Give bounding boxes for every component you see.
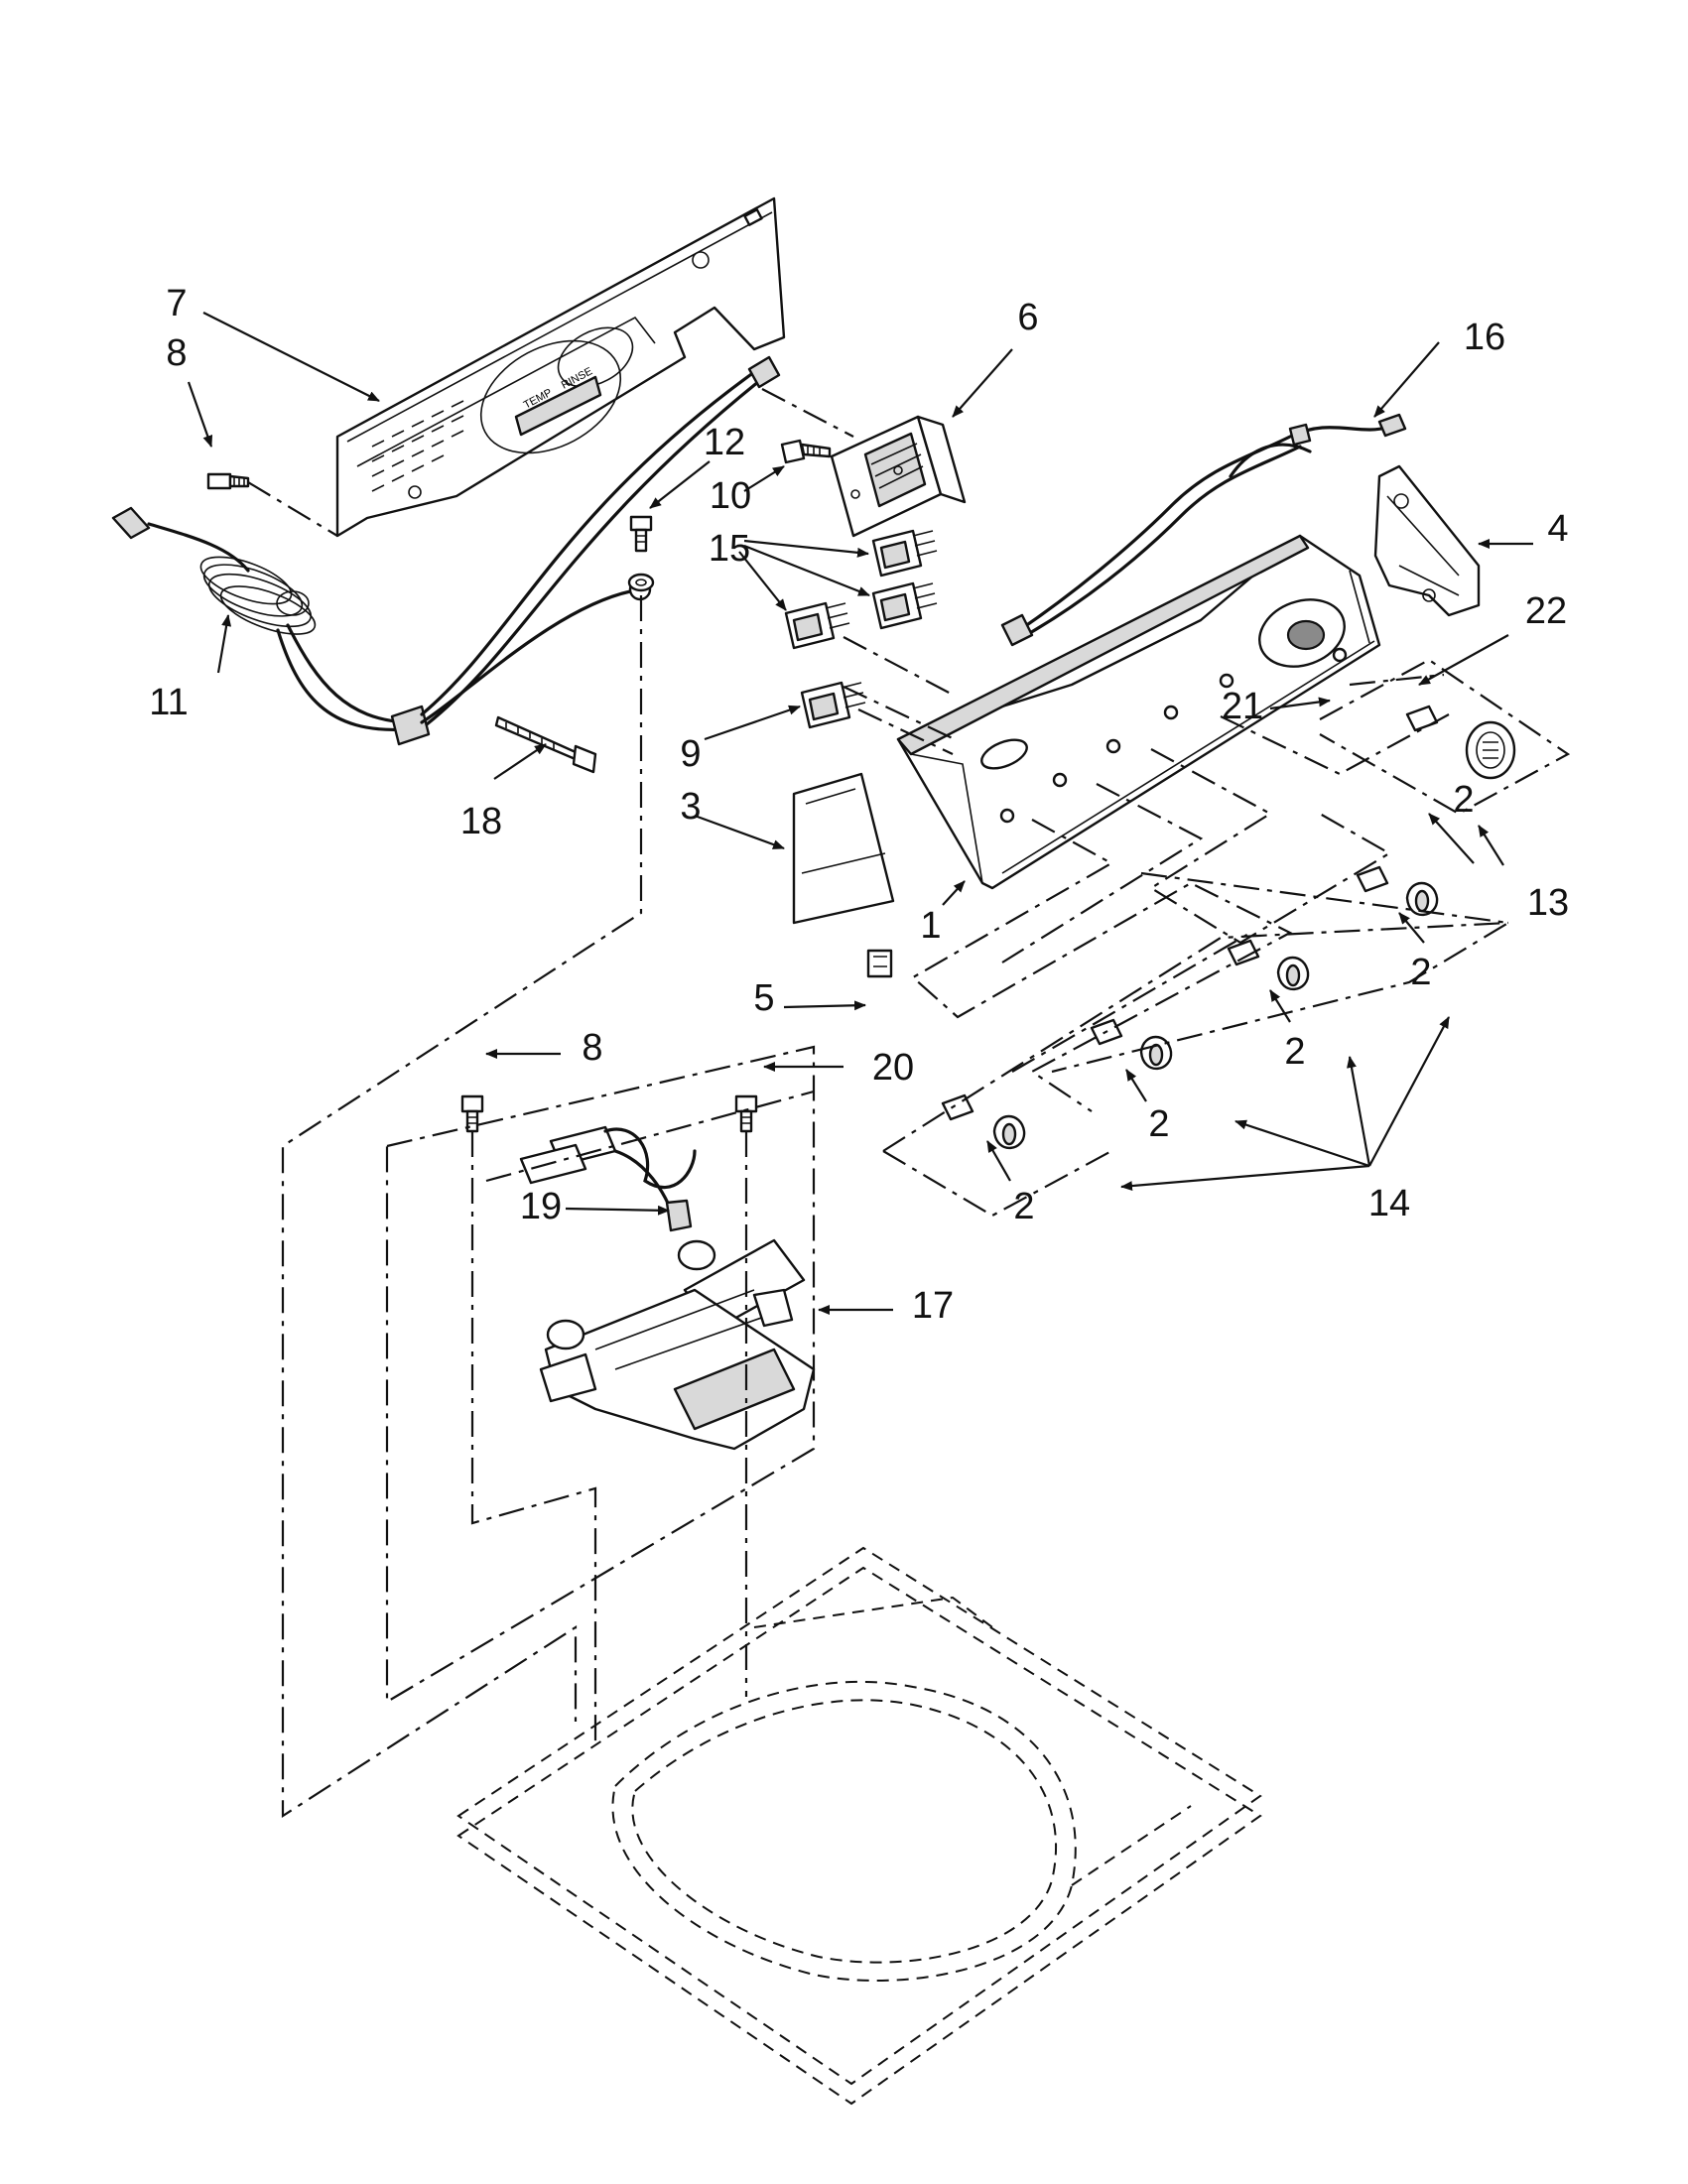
callout-2-set2: 2 — [1284, 1031, 1305, 1073]
callout-8-bottom: 8 — [582, 1027, 602, 1069]
water-valve-assembly-part — [519, 1125, 816, 1451]
callout-2-top-right: 2 — [1453, 779, 1474, 821]
knob-set-top-right — [1405, 705, 1516, 780]
vent-slots — [371, 400, 464, 492]
back-panel-part: TEMP RINSE — [335, 196, 786, 538]
screw-10 — [780, 439, 832, 464]
user-interface-board-part — [830, 415, 967, 538]
callout-5: 5 — [753, 977, 774, 1019]
callout-2-set4: 2 — [1013, 1186, 1034, 1227]
callout-21: 21 — [1222, 686, 1263, 727]
callout-11: 11 — [149, 682, 188, 723]
callout-6: 6 — [1017, 297, 1038, 338]
wire-harness-part — [1000, 413, 1407, 647]
console-part — [896, 534, 1381, 890]
clip-5-part — [866, 949, 893, 978]
screw-8-top — [206, 472, 250, 490]
callout-9: 9 — [680, 733, 701, 775]
screw-12 — [627, 515, 655, 592]
callout-17: 17 — [912, 1285, 954, 1327]
assembly-lines — [247, 388, 1571, 1819]
knob-set-4 — [941, 1093, 1026, 1150]
callout-8-top: 8 — [166, 332, 187, 374]
switch-15-upper — [871, 529, 938, 578]
screw-20 — [734, 1094, 758, 1133]
switch-9 — [800, 681, 866, 729]
knob-set-1 — [1356, 865, 1439, 917]
cabinet-top-part — [456, 1546, 1262, 2106]
callout-labels: 7 8 11 12 6 10 15 9 3 18 16 4 22 21 1 5 … — [149, 283, 1569, 1327]
callout-18: 18 — [460, 801, 502, 842]
callout-7: 7 — [166, 283, 187, 324]
cable-tie-part — [494, 715, 597, 774]
switch-15-left — [784, 601, 850, 650]
end-cap-left-part — [792, 772, 895, 925]
callout-16: 16 — [1464, 317, 1505, 358]
callout-10: 10 — [710, 475, 751, 517]
callout-2-set3: 2 — [1148, 1103, 1169, 1145]
callout-14: 14 — [1368, 1183, 1410, 1224]
knob-set-2 — [1227, 939, 1310, 991]
callout-13: 13 — [1527, 882, 1569, 924]
callout-15: 15 — [709, 528, 750, 570]
end-cap-right-part — [1373, 464, 1481, 617]
callout-22: 22 — [1525, 590, 1567, 632]
power-cord-part — [111, 355, 781, 746]
callout-4: 4 — [1547, 508, 1568, 550]
callout-20: 20 — [872, 1047, 914, 1089]
callout-2-set1: 2 — [1410, 952, 1431, 993]
leader-arrows — [187, 312, 1533, 1315]
knob-set-3 — [1090, 1018, 1173, 1071]
switch-15-middle — [871, 581, 938, 630]
callout-12: 12 — [704, 422, 745, 463]
screw-8-bottom — [460, 1094, 484, 1133]
callout-19: 19 — [520, 1186, 562, 1227]
callout-1: 1 — [920, 905, 941, 947]
callout-3: 3 — [680, 786, 701, 828]
